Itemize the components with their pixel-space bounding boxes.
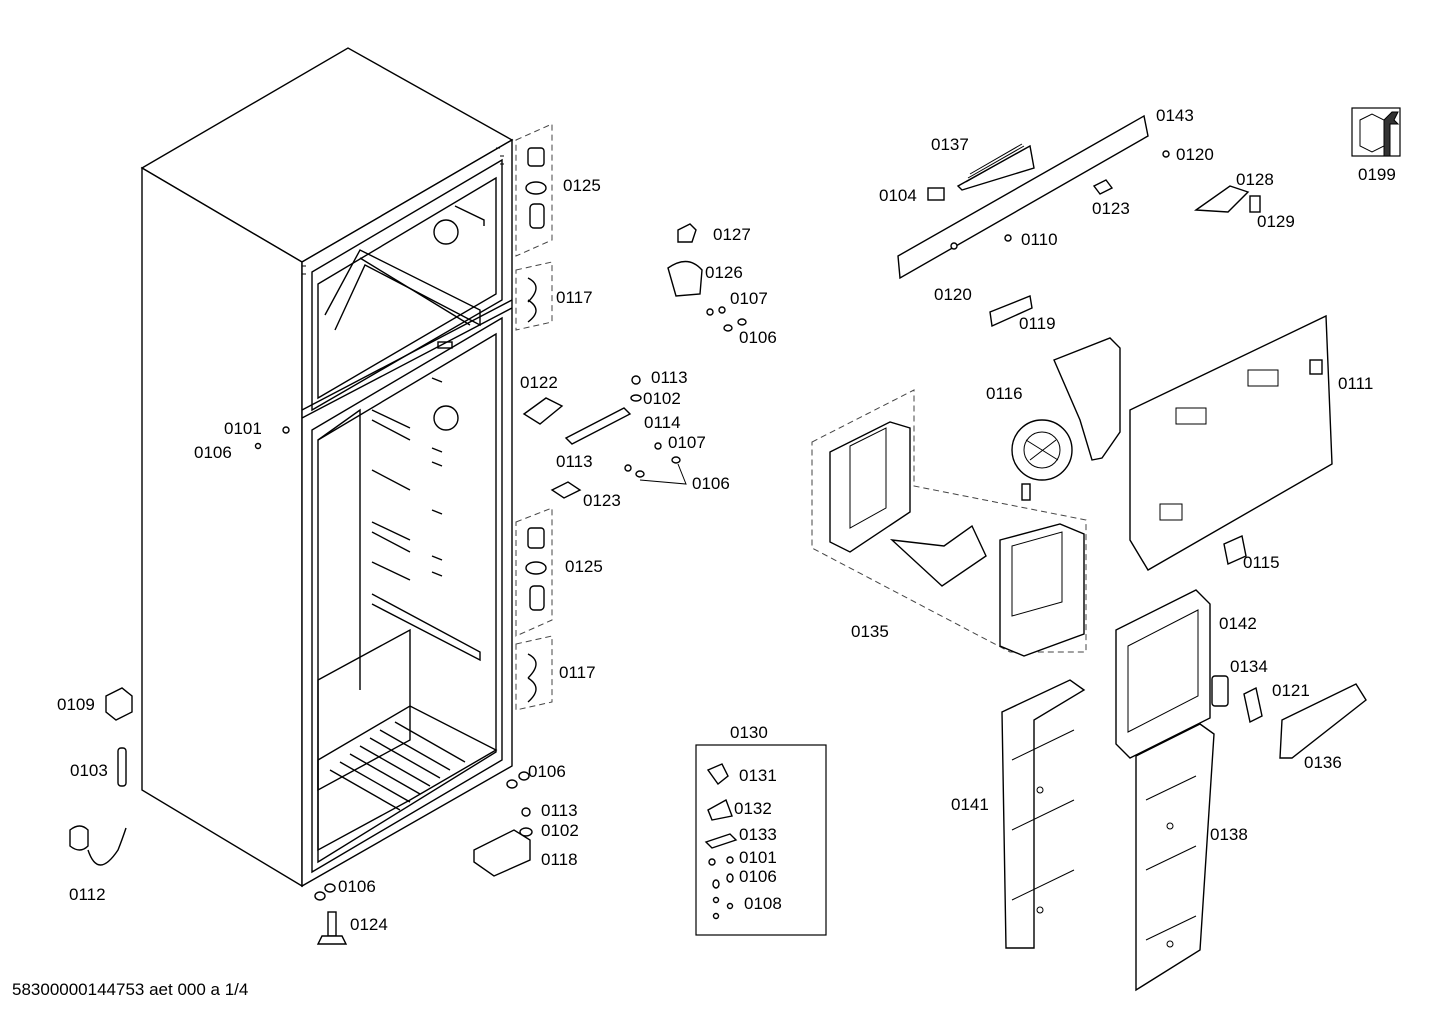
part-labels: 0125 0117 0127 0126 0107 0106 0122 0113 … [57, 106, 1396, 934]
part-label: 0108 [744, 894, 782, 913]
part-label: 0112 [69, 885, 106, 904]
part-label: 0143 [1156, 106, 1194, 125]
part-label: 0115 [1243, 553, 1280, 572]
part-label: 0107 [730, 289, 768, 308]
part-label: 0111 [1338, 374, 1373, 393]
part-label: 0125 [563, 176, 601, 195]
part-label: 0106 [194, 443, 232, 462]
middle-hinge-parts [522, 223, 747, 499]
part-label: 0138 [1210, 825, 1248, 844]
part-label: 0101 [739, 848, 777, 867]
fan-housing [1011, 337, 1121, 501]
part-label: 0117 [556, 288, 593, 307]
part-label: 0113 [556, 452, 593, 471]
part-label: 0106 [338, 877, 376, 896]
part-label: 0131 [739, 766, 777, 785]
part-label: 0117 [559, 663, 596, 682]
part-label: 0106 [739, 867, 777, 886]
part-label: 0113 [651, 368, 688, 387]
part-label: 0135 [851, 622, 889, 641]
part-label: 0120 [1176, 145, 1214, 164]
part-label: 0123 [1092, 199, 1130, 218]
small-parts-kit-box [695, 744, 827, 936]
hinge-pin-assembly-top [515, 123, 553, 331]
left-loose-parts [69, 687, 533, 945]
part-label: 0128 [1236, 170, 1274, 189]
part-label: 0114 [644, 413, 681, 432]
part-label: 0142 [1219, 614, 1257, 633]
ice-box-assembly [811, 389, 1087, 657]
part-label: 0102 [541, 821, 579, 840]
part-label: 0133 [739, 825, 777, 844]
part-label: 0125 [565, 557, 603, 576]
part-label: 0129 [1257, 212, 1295, 231]
part-label: 0137 [931, 135, 969, 154]
part-label: 0101 [224, 419, 262, 438]
part-label: 0102 [643, 389, 681, 408]
lower-right-parts [1001, 589, 1367, 992]
part-label: 0118 [541, 850, 578, 869]
part-label: 0109 [57, 695, 95, 714]
part-label: 0120 [934, 285, 972, 304]
part-label: 0136 [1304, 753, 1342, 772]
hinge-pin-assembly-bottom [515, 507, 553, 711]
control-panel-assembly [897, 114, 1261, 328]
part-label: 0127 [713, 225, 751, 244]
part-label: 0119 [1019, 314, 1056, 333]
part-label: 0107 [668, 433, 706, 452]
part-label: 0106 [528, 762, 566, 781]
document-footer-code: 58300000144753 aet 000 a 1/4 [12, 980, 249, 999]
part-label: 0134 [1230, 657, 1268, 676]
part-label: 0126 [705, 263, 743, 282]
part-label: 0106 [692, 474, 730, 493]
part-label: 0132 [734, 799, 772, 818]
part-label: 0124 [350, 915, 388, 934]
part-label: 0141 [951, 795, 989, 814]
part-label: 0106 [739, 328, 777, 347]
refrigerator-cabinet [140, 47, 514, 888]
part-label: 0130 [730, 723, 768, 742]
part-label: 0103 [70, 761, 108, 780]
part-label: 0122 [520, 373, 558, 392]
part-label: 0121 [1272, 681, 1310, 700]
part-label: 0110 [1021, 230, 1058, 249]
part-label: 0104 [879, 186, 917, 205]
part-label: 0113 [541, 801, 578, 820]
part-label: 0123 [583, 491, 621, 510]
tool-wrench-icon [1351, 107, 1401, 157]
part-label: 0199 [1358, 165, 1396, 184]
part-label: 0116 [986, 384, 1023, 403]
evaporator-cover-panel [1129, 314, 1333, 571]
